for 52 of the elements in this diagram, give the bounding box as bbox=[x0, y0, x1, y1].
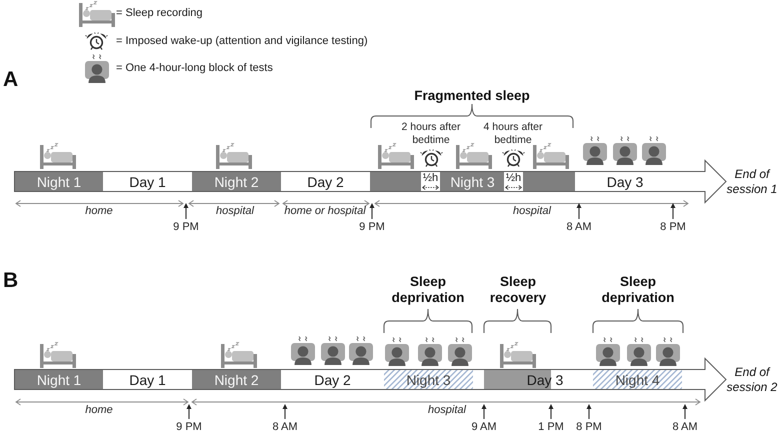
night-segment bbox=[15, 370, 103, 389]
time-label: 8 PM bbox=[576, 421, 602, 433]
segment-label: Day 3 bbox=[606, 174, 644, 190]
night-segment bbox=[15, 172, 103, 191]
panel-letter: A bbox=[3, 69, 18, 90]
time-label: 9 AM bbox=[471, 421, 497, 433]
segment-label: Day 2 bbox=[314, 372, 351, 388]
end-label: End of session 1 bbox=[726, 167, 778, 197]
night-segment bbox=[370, 172, 575, 191]
location-label: home bbox=[85, 205, 113, 218]
wake-gap-box bbox=[504, 172, 523, 191]
segment-label: Night 3 bbox=[406, 372, 451, 388]
phase-heading: Sleep deprivation bbox=[392, 274, 464, 306]
panel-letter: B bbox=[3, 270, 18, 291]
location-label: hospital bbox=[216, 205, 254, 218]
location-label: hospital bbox=[428, 404, 466, 416]
night-segment bbox=[192, 172, 281, 191]
legend-text: = Sleep recording bbox=[116, 7, 203, 20]
time-label: 9 PM bbox=[176, 421, 202, 433]
segment-label: Night 4 bbox=[615, 372, 660, 388]
note-text: 4 hours after bedtime bbox=[482, 121, 544, 147]
location-label: home or hospital bbox=[284, 205, 366, 218]
night-segment bbox=[192, 370, 281, 389]
time-label: 8 AM bbox=[672, 421, 698, 433]
phase-heading: Sleep recovery bbox=[490, 274, 546, 306]
legend-text: = One 4-hour-long block of tests bbox=[116, 62, 273, 75]
duration-label: ½h bbox=[506, 173, 522, 184]
time-label: 8 AM bbox=[566, 221, 592, 234]
segment-label: Night 1 bbox=[36, 174, 82, 190]
segment-label: Night 2 bbox=[214, 372, 259, 388]
phase-heading: Fragmented sleep bbox=[414, 88, 530, 104]
time-label: 8 PM bbox=[660, 221, 686, 234]
time-label: 9 PM bbox=[359, 221, 385, 234]
segment-label: Day 1 bbox=[129, 372, 166, 388]
segment-label: Night 2 bbox=[214, 174, 259, 190]
time-label: 1 PM bbox=[538, 421, 564, 433]
segment-label: Day 2 bbox=[307, 174, 344, 190]
phase-heading: Sleep deprivation bbox=[602, 274, 674, 306]
hatched-night-segment bbox=[384, 370, 473, 389]
end-label: End of session 2 bbox=[726, 365, 778, 395]
note-text: 2 hours after bedtime bbox=[400, 121, 462, 147]
wake-gap-box bbox=[421, 172, 440, 191]
segment-label: Night 1 bbox=[36, 372, 82, 388]
time-label: 8 AM bbox=[272, 421, 298, 433]
time-label: 9 PM bbox=[173, 221, 199, 234]
segment-label: Day 1 bbox=[129, 174, 166, 190]
hatched-night-segment bbox=[593, 370, 682, 389]
location-label: hospital bbox=[513, 205, 551, 218]
location-label: home bbox=[85, 404, 113, 416]
legend-text: = Imposed wake-up (attention and vigilance testing) bbox=[116, 35, 368, 48]
duration-label: ½h bbox=[422, 173, 438, 184]
segment-label: Night 3 bbox=[450, 174, 495, 190]
